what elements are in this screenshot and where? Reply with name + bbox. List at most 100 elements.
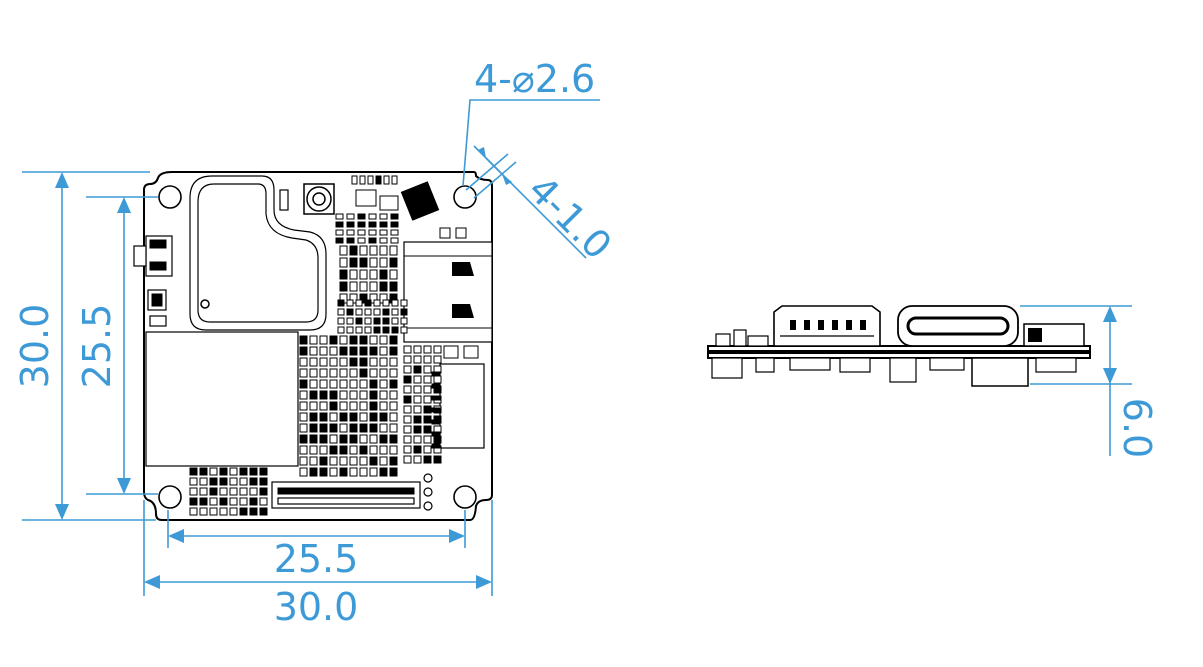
thickness-arrow-bottom [1103,368,1117,384]
smd-component [346,317,354,325]
smd-component [259,467,268,476]
smd-component [189,477,198,486]
smd-component [189,487,198,496]
side-usb-c [897,305,1019,347]
smd-component [379,237,388,244]
smd-component [413,375,422,384]
smd-component [319,357,328,367]
smd-component [431,443,441,449]
smd-component [219,477,228,486]
board-side-view [707,305,1091,387]
smd-component [349,346,358,356]
smd-component [339,456,348,466]
smd-component [359,379,368,389]
smd-component [309,456,318,466]
smd-component [309,467,318,477]
height-outer-label: 30.0 [13,304,57,389]
smd-component [319,423,328,433]
smd-component [249,477,258,486]
smd-component [349,423,358,433]
smd-component [319,346,328,356]
smd-component [413,395,422,404]
smd-component [389,335,398,345]
smd-component [329,445,338,455]
smd-component [433,345,442,354]
smd-component [433,435,442,444]
smd-component [319,412,328,422]
width-outer-label: 30.0 [274,585,359,629]
smd-component [389,257,398,268]
smd-component [349,445,358,455]
smd-component [309,335,318,345]
smd-component [229,477,238,486]
smd-component [359,293,368,304]
smd-component [337,308,345,316]
smd-component [219,497,228,506]
smd-component [403,385,412,394]
height-outer-arrow-bottom [55,504,69,520]
smd-component [389,269,398,280]
smd-component [379,229,388,236]
smd-component [359,456,368,466]
smd-component [329,335,338,345]
smd-component [389,434,398,444]
smd-component [189,507,198,516]
smd-component [329,346,338,356]
smd-component [431,395,441,401]
smd-component [379,412,388,422]
smd-component [239,487,248,496]
smd-component [403,455,412,464]
smd-component [339,346,348,356]
smd-component [369,423,378,433]
smd-component [403,405,412,414]
smd-component [346,213,355,220]
smd-component [309,346,318,356]
smd-component [299,346,308,356]
smd-component [359,412,368,422]
smd-component [391,175,398,185]
smd-component [368,221,377,228]
smd-component [379,335,388,345]
smd-component [199,477,208,486]
smd-component [219,467,228,476]
smd-component [413,425,422,434]
smd-component [335,229,344,236]
smd-component [339,257,348,268]
smd-component [339,390,348,400]
smd-component [369,401,378,411]
smd-component [413,445,422,454]
smd-component [339,245,348,256]
smd-component [209,487,218,496]
smd-component [309,390,318,400]
smd-component [239,467,248,476]
smd-component [413,455,422,464]
smd-component [339,467,348,477]
smd-component [423,385,432,394]
smd-component [189,497,198,506]
smd-component [431,431,441,437]
smd-component [346,229,355,236]
width-inner-arrow-right [449,529,465,543]
smd-component [239,497,248,506]
smd-component [443,345,459,359]
smd-component [339,368,348,378]
smd-component [299,423,308,433]
smd-component [379,379,388,389]
smd-component [199,507,208,516]
smd-component [391,326,399,334]
smd-component [389,346,398,356]
smd-component [423,395,432,404]
smd-component [423,445,432,454]
smd-component [299,357,308,367]
smd-component [383,175,390,185]
mounting-hole [158,485,182,509]
smd-component [423,425,432,434]
smd-component [389,423,398,433]
smd-component [369,379,378,389]
smd-component [364,299,372,307]
width-inner-label: 25.5 [274,537,359,581]
smd-component [346,221,355,228]
smd-component [349,245,358,256]
smd-component [369,346,378,356]
smd-component [355,299,363,307]
